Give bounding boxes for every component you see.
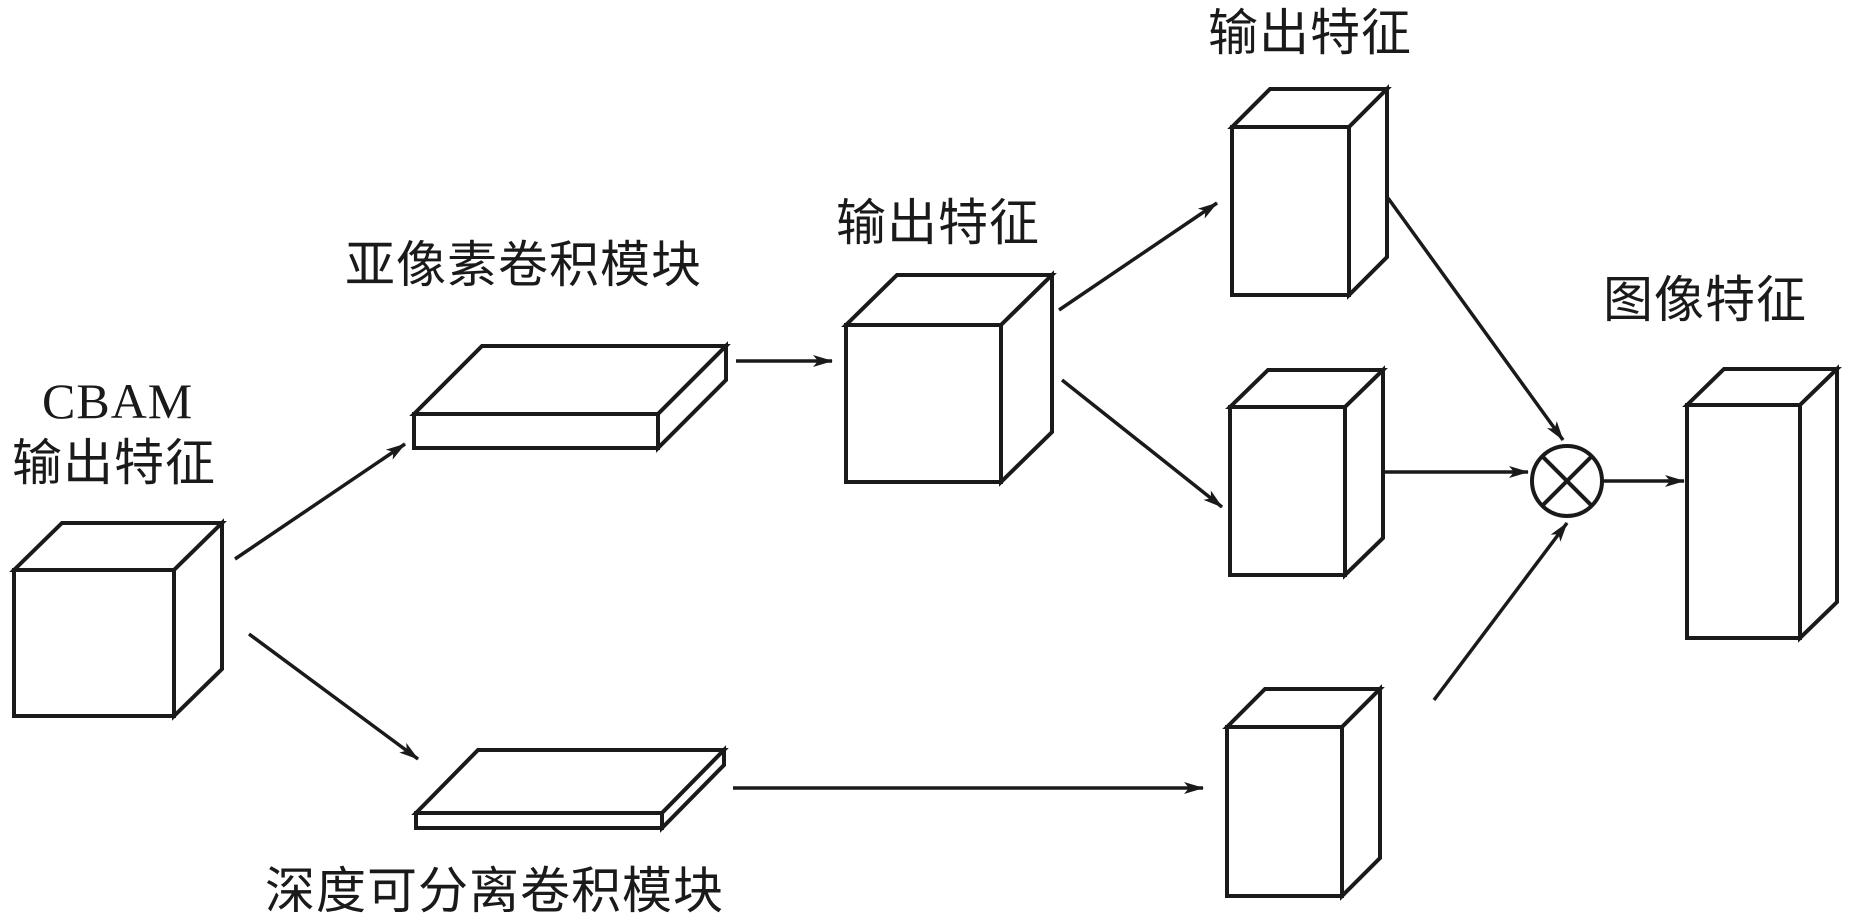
image-feature-block [1682,364,1842,643]
block-side-face [1798,364,1839,643]
multiply-cross-stroke [1540,454,1594,508]
arrow-mid-output-to-top-output [1058,201,1218,312]
arrow-mid-output-to-mid-branch [1060,378,1224,509]
image-feature-label: 图像特征 [1603,271,1807,329]
cbam-label-line1: CBAM [42,373,194,429]
arrow-cbam-to-depthwise [247,632,420,761]
block-front-face [412,412,660,450]
cbam-block [9,518,227,721]
mid-output-block [841,270,1057,487]
mid-branch-block [1225,365,1388,580]
block-side-face [1347,84,1389,300]
subpixel-conv-module-label: 亚像素卷积模块 [345,236,702,294]
top-output-block [1227,84,1392,300]
block-front-face [1230,125,1351,297]
fusion-operator [1530,444,1604,518]
block-front-face [12,568,176,718]
depthwise-separable-conv-module-label: 深度可分离卷积模块 [265,862,724,920]
subpixel-block [409,341,731,453]
arrow-cbam-to-subpixel [234,442,406,561]
block-side-face [1340,684,1382,901]
top-output-feature-label: 输出特征 [1208,4,1412,62]
block-front-face [1228,405,1347,577]
arrow-bottom-branch-to-fusion [1432,521,1569,702]
arrow-top-output-to-fusion [1386,196,1565,442]
block-front-face [414,811,664,830]
block-front-face [1225,725,1344,898]
block-side-face [1343,365,1385,580]
block-front-face [844,323,1003,484]
bottom-branch-block [1222,684,1385,901]
block-front-face [1685,403,1802,640]
cbam-label-line2: 输出特征 [12,434,216,492]
mid-output-feature-label: 输出特征 [836,194,1040,252]
depthwise-block [411,745,729,833]
